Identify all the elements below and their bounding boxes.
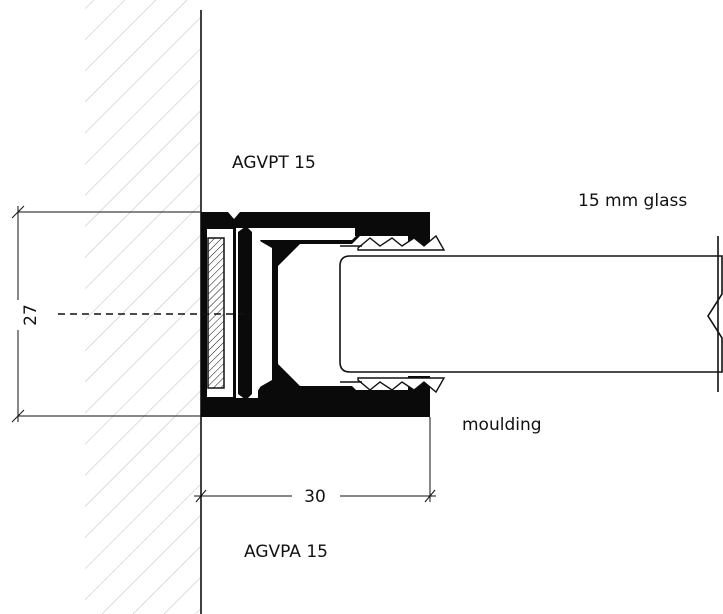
glass-pane bbox=[339, 236, 723, 392]
wall-section bbox=[85, 0, 202, 614]
moulding-label: moulding bbox=[462, 415, 542, 435]
glass-label: 15 mm glass bbox=[578, 191, 687, 211]
height-dimension-value: 27 bbox=[21, 304, 41, 326]
width-dimension-value: 30 bbox=[304, 487, 326, 507]
width-dimension: 30 bbox=[194, 417, 436, 507]
glazing-gaskets bbox=[340, 234, 446, 394]
height-dimension: 27 bbox=[11, 205, 201, 423]
aluminium-profile bbox=[201, 212, 430, 417]
bottom-profile-label: AGVPA 15 bbox=[244, 542, 328, 562]
top-profile-label: AGVPT 15 bbox=[232, 153, 316, 173]
